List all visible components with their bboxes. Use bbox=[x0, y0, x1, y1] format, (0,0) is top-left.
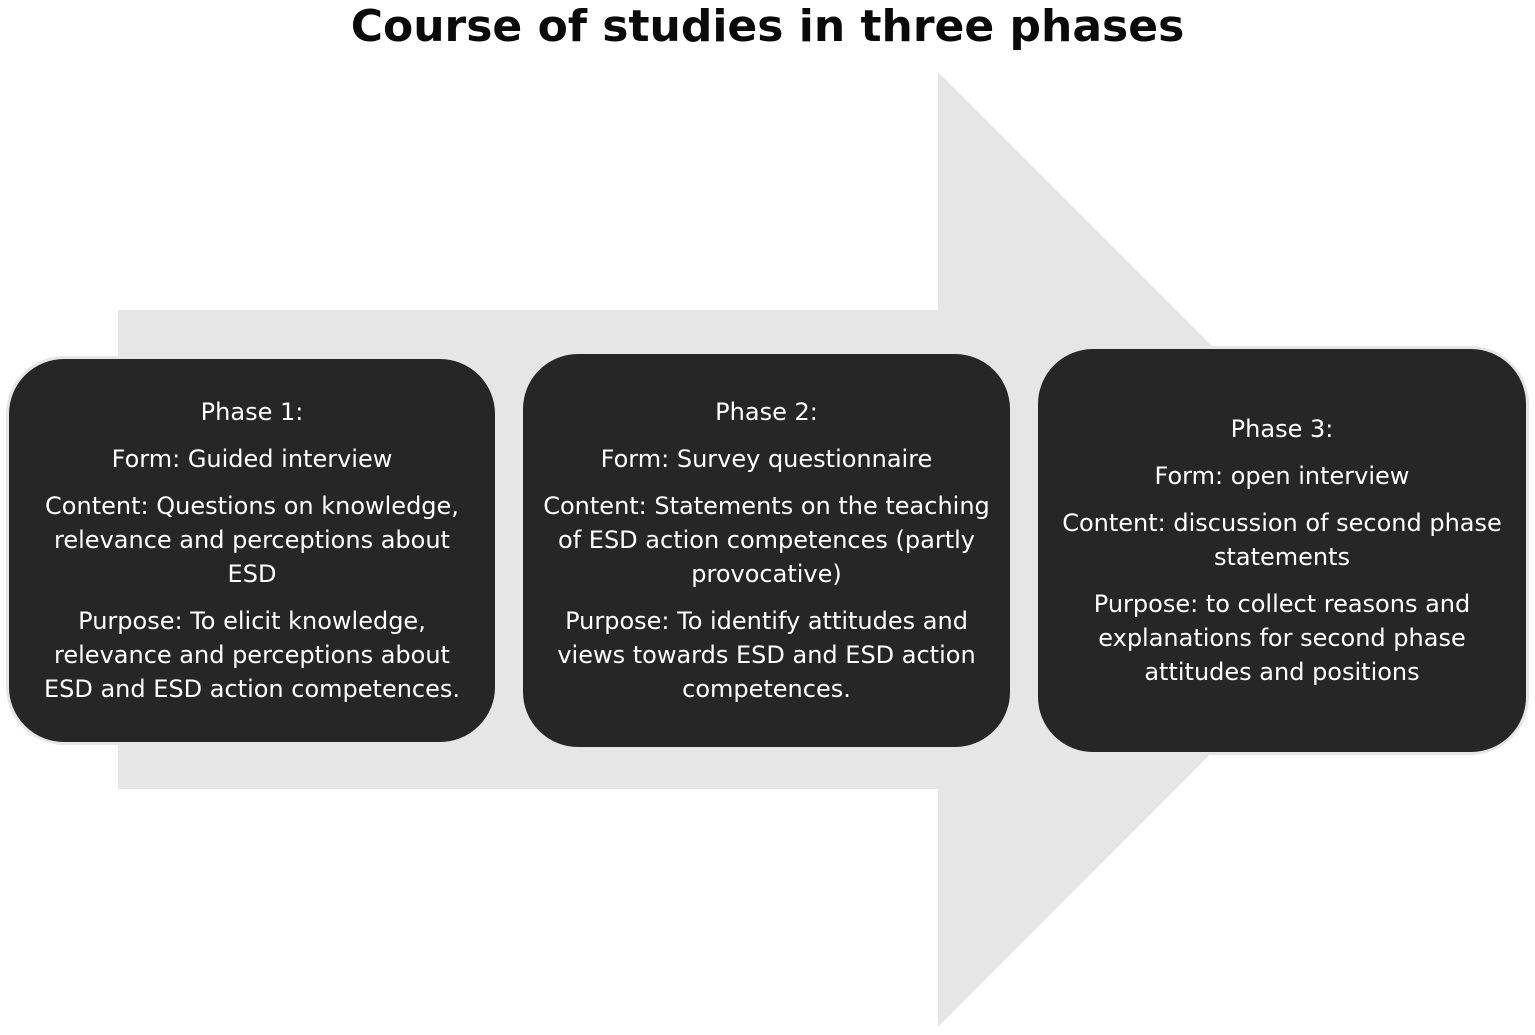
phase-3-box: Phase 3: Form: open interview Content: d… bbox=[1035, 346, 1529, 755]
phase-1-box: Phase 1: Form: Guided interview Content:… bbox=[6, 356, 498, 745]
phase-2-content: Content: Statements on the teaching of E… bbox=[543, 492, 990, 588]
phase-3-purpose: Purpose: to collect reasons and explanat… bbox=[1093, 590, 1471, 686]
diagram-title: Course of studies in three phases bbox=[350, 1, 1185, 52]
phase-1-heading: Phase 1: bbox=[200, 398, 304, 426]
phase-2-box: Phase 2: Form: Survey questionnaire Cont… bbox=[520, 351, 1013, 750]
phase-2-purpose: Purpose: To identify attitudes and views… bbox=[557, 607, 976, 703]
phase-2-heading: Phase 2: bbox=[715, 398, 818, 426]
phase-1-content: Content: Questions on knowledge, relevan… bbox=[45, 492, 459, 588]
phase-2-form: Form: Survey questionnaire bbox=[600, 445, 933, 473]
phase-1-form: Form: Guided interview bbox=[111, 445, 393, 473]
phase-3-heading: Phase 3: bbox=[1230, 415, 1334, 443]
phase-3-form: Form: open interview bbox=[1154, 462, 1410, 490]
phase-3-content: Content: discussion of second phase stat… bbox=[1062, 509, 1502, 571]
phase-1-purpose: Purpose: To elicit knowledge, relevance … bbox=[43, 607, 461, 703]
